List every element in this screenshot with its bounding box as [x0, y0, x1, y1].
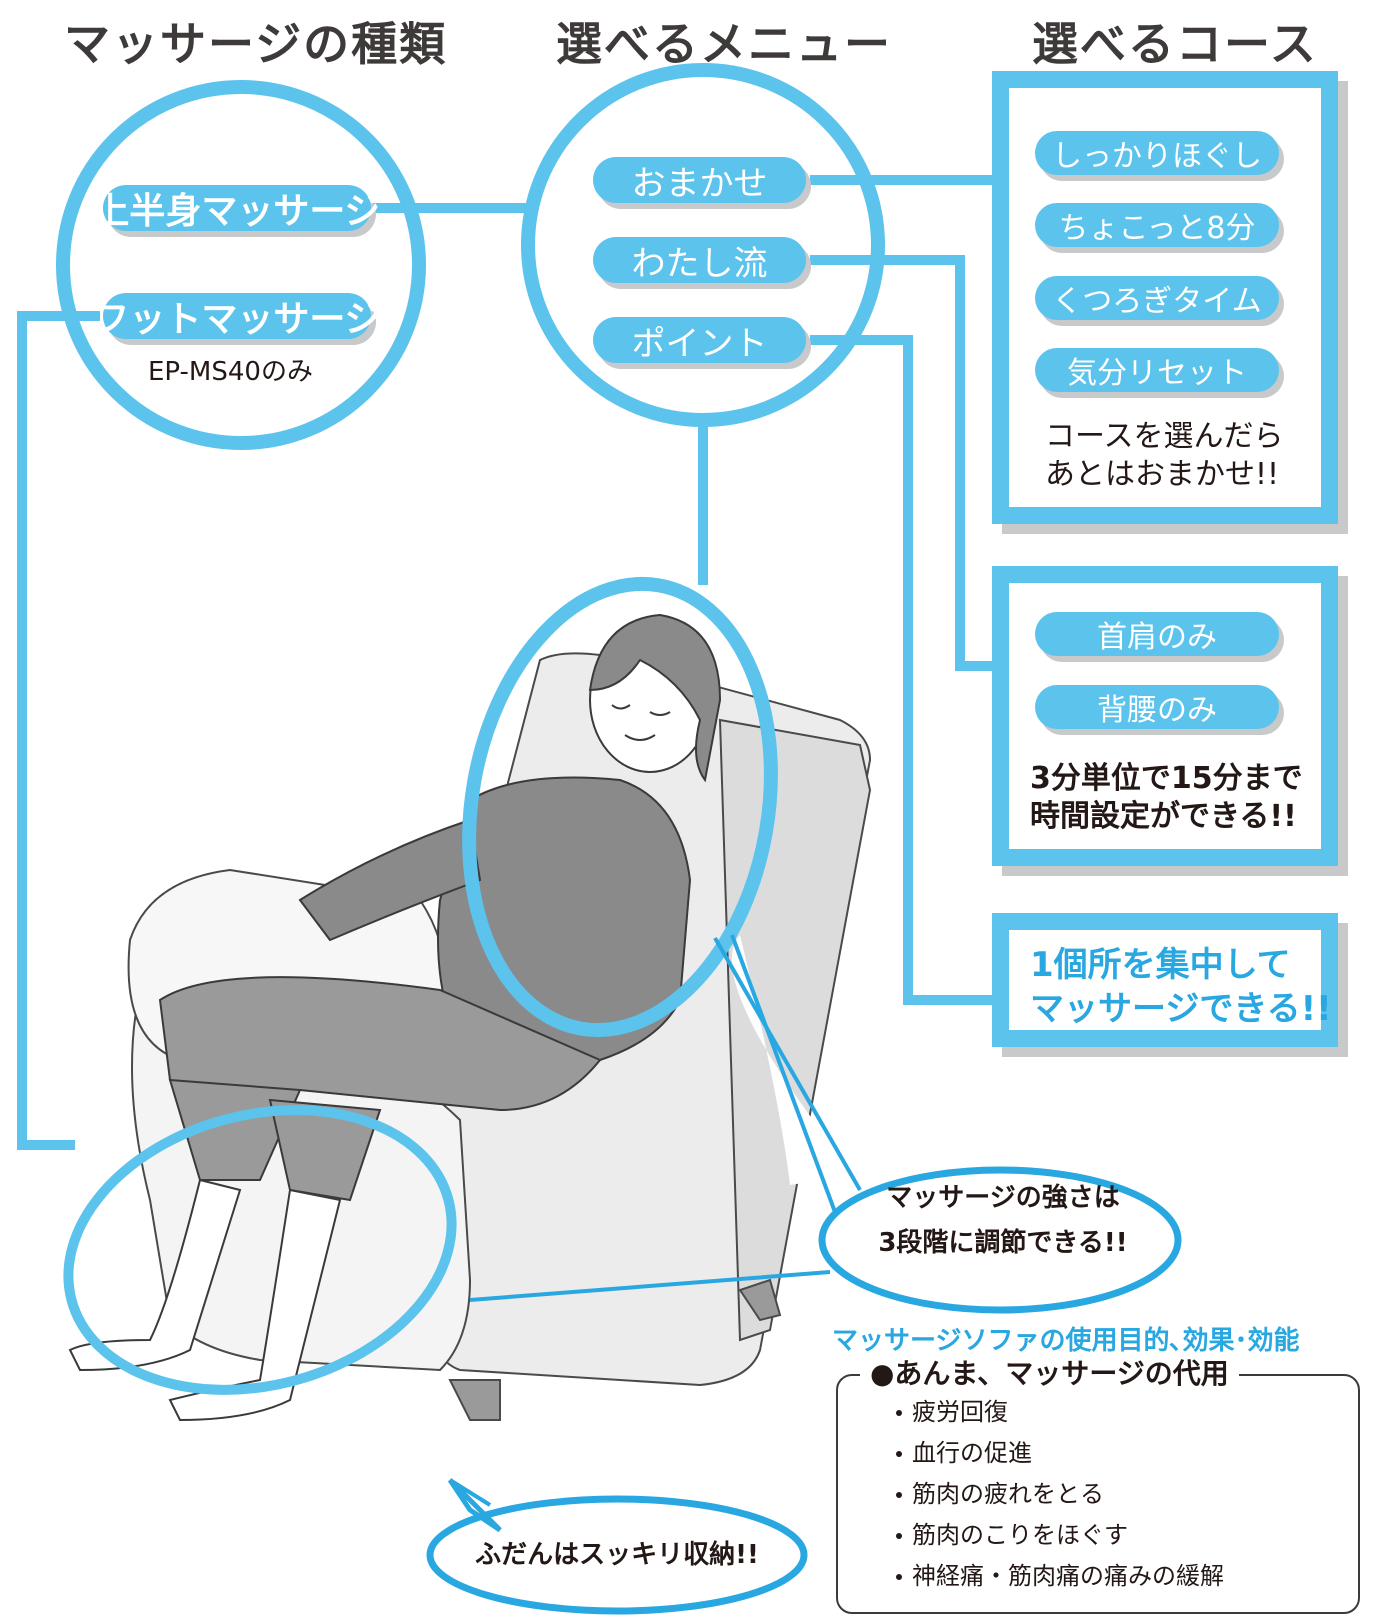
omakase-note-line1: コースを選んだら — [1045, 419, 1284, 454]
uses-list: 疲労回復 血行の促進 筋肉の疲れをとる 筋肉のこりをほぐす 神経痛・筋肉痛の痛み… — [896, 1392, 1224, 1597]
watashi-note-line1: 3分単位で15分まで — [1030, 761, 1303, 796]
list-item: 筋肉の疲れをとる — [896, 1474, 1224, 1515]
watashi-pill-back-waist: 背腰のみ — [1035, 685, 1279, 729]
list-item: 神経痛・筋肉痛の痛みの緩解 — [896, 1556, 1224, 1597]
point-box — [992, 913, 1338, 1047]
omakase-note-line2: あとはおまかせ!! — [1045, 457, 1280, 492]
strength-callout-line1: マッサージの強さは — [886, 1183, 1120, 1213]
point-note-line2: マッサージできる!! — [1030, 989, 1332, 1029]
foot-massage-model-note: EP-MS40のみ — [148, 357, 313, 387]
menu-watashi-pill: わたし流 — [593, 237, 806, 284]
list-item: 疲労回復 — [896, 1392, 1224, 1433]
point-note-line1: 1個所を集中して — [1030, 945, 1291, 985]
foot-massage-pill: フットマッサージ — [93, 293, 381, 340]
woman-illustration — [68, 613, 722, 1422]
course-pill-2: ちょこっと8分 — [1035, 203, 1279, 247]
menu-point-pill: ポイント — [593, 317, 806, 364]
storage-callout-text: ふだんはスッキリ収納!! — [475, 1540, 759, 1570]
course-pill-3: くつろぎタイム — [1035, 276, 1279, 320]
heading-menus: 選べるメニュー — [556, 17, 892, 71]
list-item: 筋肉のこりをほぐす — [896, 1515, 1224, 1556]
course-pill-1: しっかりほぐし — [1035, 131, 1279, 175]
upper-body-massage-pill: 上半身マッサージ — [93, 185, 381, 232]
list-item: 血行の促進 — [896, 1433, 1224, 1474]
menu-omakase-pill: おまかせ — [593, 157, 806, 204]
heading-massage-types: マッサージの種類 — [64, 17, 448, 71]
callout-pointer-lines — [448, 934, 862, 1507]
storage-callout-tail — [447, 1478, 502, 1533]
watashi-pill-neck-shoulder: 首肩のみ — [1035, 612, 1279, 656]
connector-lines — [17, 175, 992, 1150]
course-pill-4: 気分リセット — [1035, 348, 1279, 392]
heading-courses: 選べるコース — [1032, 17, 1318, 71]
uses-heading: ●あんま、マッサージの代用 — [860, 1352, 1239, 1392]
watashi-note-line2: 時間設定ができる!! — [1030, 799, 1297, 834]
strength-callout-line2: 3段階に調節できる!! — [878, 1228, 1128, 1258]
uses-title: マッサージソファの使用目的､効果･効能 — [832, 1326, 1300, 1356]
